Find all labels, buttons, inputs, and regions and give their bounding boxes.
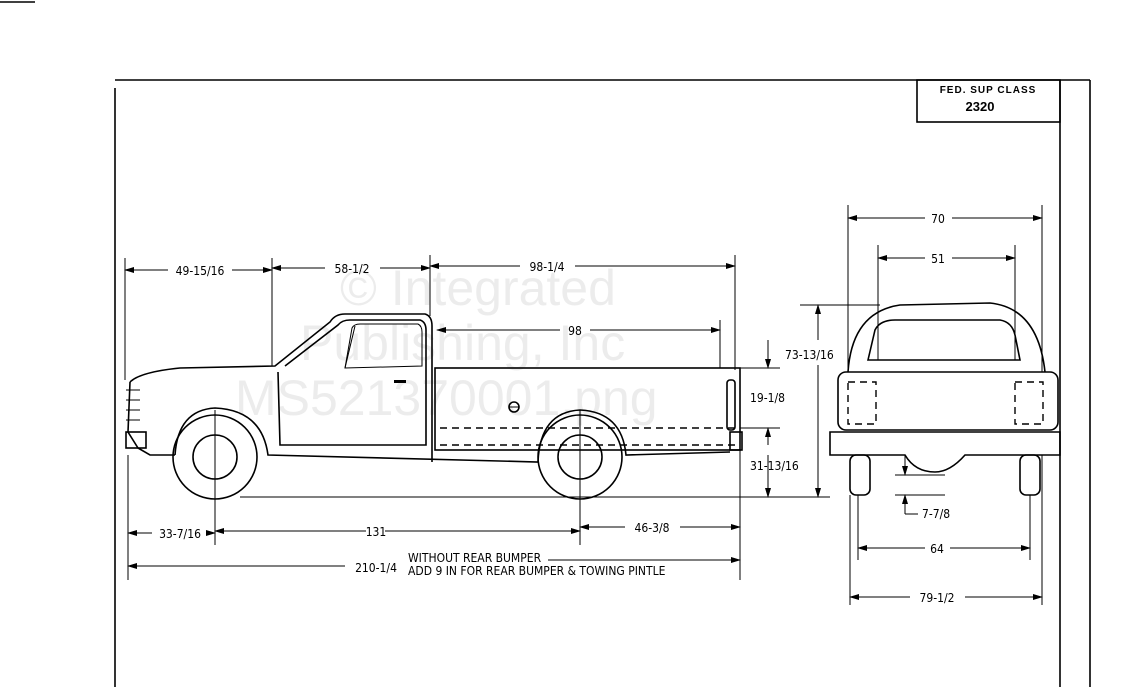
dim-rear-overhang: 46-3/8: [634, 521, 669, 535]
side-view-dimensions: 49-15/16 58-1/2 98-1/4 98 19-1/8 31-13/1…: [124, 255, 880, 580]
dim-bed-floor-height: 31-13/16: [750, 459, 799, 473]
truck-rear-view: [829, 302, 1061, 496]
federal-supply-class-box: FED. SUP CLASS 2320: [916, 79, 1061, 123]
dim-track: 64: [930, 542, 944, 556]
dim-bed-height: 19-1/8: [750, 391, 785, 405]
dim-overall-height: 73-13/16: [785, 348, 834, 362]
dim-overall-width: 79-1/2: [919, 591, 954, 605]
dim-bed-outer-length: 98-1/4: [529, 260, 564, 274]
dim-ground-clearance: 7-7/8: [922, 507, 950, 521]
dim-cab-length: 58-1/2: [334, 262, 369, 276]
dim-front-overhang: 33-7/16: [159, 527, 201, 541]
dim-bed-inner-width: 51: [931, 252, 945, 266]
watermark-line-2: Publishing, Inc: [300, 315, 625, 371]
class-box-number: 2320: [966, 99, 995, 114]
dim-wheelbase: 131: [366, 525, 387, 539]
dim-front-to-cab: 49-15/16: [176, 264, 225, 278]
watermark-line-1: © Integrated: [340, 260, 616, 316]
watermark-line-3: MS521370001.png: [235, 370, 658, 426]
dim-rear-width-top: 70: [931, 212, 945, 226]
rear-view-dimensions: 70 51 7-7/8 64 79-1/2: [847, 205, 1043, 605]
class-box-title: FED. SUP CLASS: [940, 85, 1037, 96]
dim-bed-inner-length: 98: [568, 324, 582, 338]
door-handle: [394, 380, 406, 383]
watermark: © Integrated Publishing, Inc MS521370001…: [235, 260, 658, 426]
note-without-rear-bumper: WITHOUT REAR BUMPER: [408, 551, 542, 565]
note-rear-bumper-pintle: ADD 9 IN FOR REAR BUMPER & TOWING PINTLE: [408, 564, 666, 578]
dim-overall-length: 210-1/4: [355, 561, 397, 575]
